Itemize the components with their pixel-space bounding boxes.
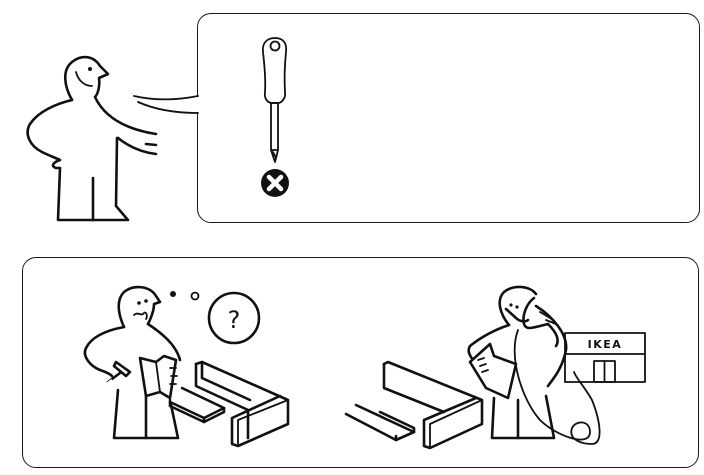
eye-icon [144, 299, 148, 303]
eye-icon [88, 67, 92, 71]
speech-tail [133, 95, 200, 114]
eye-icon [509, 303, 513, 307]
store-sign: IKEA [588, 338, 623, 351]
ikea-store-building[interactable]: IKEA [564, 332, 646, 383]
confused-man-figure [83, 285, 182, 440]
screwdriver-icon [261, 37, 288, 163]
not-included-x-icon [261, 169, 289, 197]
help-scene-panel [22, 257, 699, 468]
eye-icon [515, 305, 519, 309]
thought-bubble: ? [170, 291, 261, 345]
question-mark-icon: ? [228, 306, 241, 334]
man-on-phone-figure [467, 285, 601, 445]
eye-icon [137, 301, 141, 305]
furniture-parts-left [168, 360, 290, 448]
pointing-man-figure [26, 55, 158, 222]
furniture-parts-right [344, 360, 484, 450]
